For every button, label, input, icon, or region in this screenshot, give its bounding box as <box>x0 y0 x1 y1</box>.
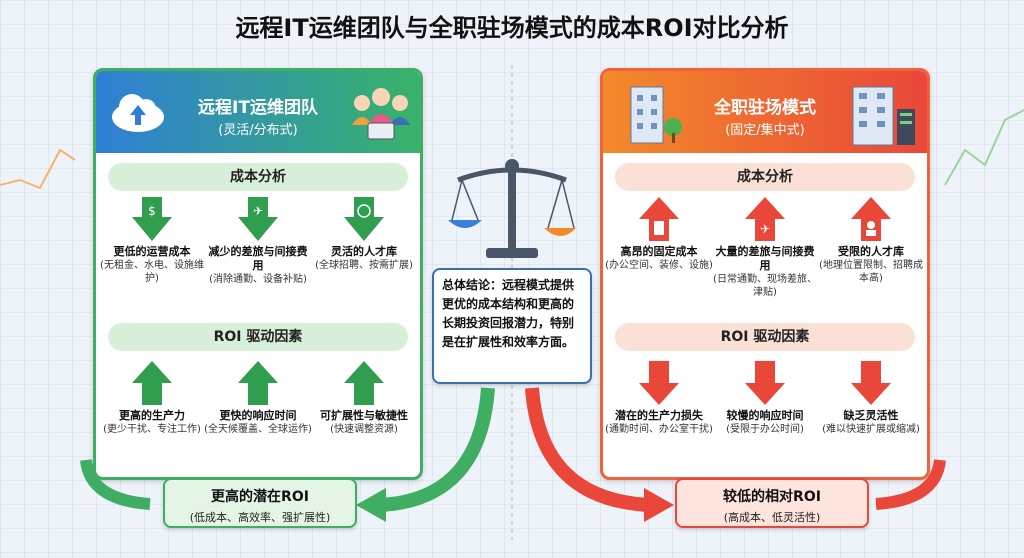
remote-cost-item-2-label: 减少的差旅与间接费用 <box>208 245 308 272</box>
onsite-cost-item-1: 高昂的固定成本 (办公空间、装修、设施) <box>605 197 713 272</box>
remote-roi-item-1: 更高的生产力 (更少干扰、专注工作) <box>98 361 206 436</box>
support-team-icon <box>352 88 410 140</box>
onsite-team-panel: 全职驻场模式 (固定/集中式) 成本分析 高昂的固定成本 (办公空间、装修、设施… <box>600 68 930 480</box>
balance-scale-icon <box>448 159 576 258</box>
svg-text:✈: ✈ <box>760 222 770 236</box>
onsite-roi-item-3: 缺乏灵活性 (难以快速扩展或缩减) <box>817 361 925 436</box>
remote-result-title: 更高的潜在ROI <box>211 489 309 505</box>
onsite-result-subtitle: (高成本、低灵活性) <box>723 511 821 524</box>
globe-icon <box>344 197 384 241</box>
svg-text:✈: ✈ <box>253 204 263 218</box>
page-title: 远程IT运维团队与全职驻场模式的成本ROI对比分析 <box>235 14 789 42</box>
onsite-roi-item-2-label: 较慢的响应时间 <box>726 409 804 422</box>
onsite-roi-item-3-label: 缺乏灵活性 <box>843 409 899 422</box>
onsite-cost-item-1-label: 高昂的固定成本 <box>620 245 698 258</box>
onsite-cost-item-2-label: 大量的差旅与间接费用 <box>715 245 815 272</box>
remote-cost-item-2-desc: (消除通勤、设备补贴) <box>209 274 307 285</box>
person-dollar-icon <box>851 197 891 241</box>
dollar-bag-icon: $ <box>132 197 172 241</box>
onsite-roi-item-1-label: 潜在的生产力损失 <box>615 409 703 422</box>
remote-cost-section-bar: 成本分析 <box>108 163 408 191</box>
onsite-panel-header: 全职驻场模式 (固定/集中式) <box>603 71 927 153</box>
remote-cost-item-3-label: 灵活的人才库 <box>331 245 397 258</box>
remote-team-panel: 远程IT运维团队 (灵活/分布式) 成本分析 $ 更低的运营成本 (无租金、水电… <box>93 68 423 480</box>
cloud-upload-icon <box>112 94 164 132</box>
onsite-cost-item-2-desc: (日常通勤、现场差旅、津贴) <box>713 274 817 298</box>
office-building-icon <box>630 86 682 144</box>
onsite-panel-title: 全职驻场模式 <box>714 98 816 118</box>
remote-cost-item-3: 灵活的人才库 (全球招聘、按需扩展) <box>310 197 418 272</box>
onsite-cost-item-2: ✈ 大量的差旅与间接费用 (日常通勤、现场差旅、津贴) <box>711 197 819 299</box>
remote-roi-item-3-desc: (快速调整资源) <box>330 424 398 435</box>
onsite-result-box: 较低的相对ROI (高成本、低灵活性) <box>675 478 869 528</box>
remote-roi-item-2-desc: (全天候覆盖、全球运作) <box>204 424 312 435</box>
remote-roi-item-2: 更快的响应时间 (全天候覆盖、全球运作) <box>204 361 312 436</box>
remote-result-box: 更高的潜在ROI (低成本、高效率、强扩展性) <box>163 478 357 528</box>
airplane-icon: ✈ <box>745 197 785 241</box>
remote-cost-item-1-label: 更低的运营成本 <box>113 245 191 258</box>
onsite-panel-subtitle: (固定/集中式) <box>725 123 805 138</box>
onsite-roi-item-1: 潜在的生产力损失 (通勤时间、办公室干扰) <box>605 361 713 436</box>
remote-result-subtitle: (低成本、高效率、强扩展性) <box>189 511 331 524</box>
remote-roi-item-1-label: 更高的生产力 <box>119 409 185 422</box>
onsite-roi-section-bar: ROI 驱动因素 <box>615 323 915 351</box>
remote-panel-title: 远程IT运维团队 <box>198 98 318 118</box>
svg-text:$: $ <box>148 204 156 218</box>
remote-cost-item-1: $ 更低的运营成本 (无租金、水电、设施维护) <box>98 197 206 285</box>
onsite-roi-item-2-desc: (受限于办公时间) <box>726 424 804 435</box>
remote-panel-header: 远程IT运维团队 (灵活/分布式) <box>96 71 420 153</box>
conclusion-box: 总体结论：远程模式提供更优的成本结构和更高的长期投资回报潜力，特别是在扩展性和效… <box>432 268 592 384</box>
onsite-roi-item-1-desc: (通勤时间、办公室干扰) <box>605 424 713 435</box>
arrow-up-icon <box>344 361 384 405</box>
building-icon <box>639 197 679 241</box>
onsite-cost-item-3: 受限的人才库 (地理位置限制、招聘成本高) <box>817 197 925 285</box>
datacenter-building-icon <box>852 86 915 146</box>
arrow-up-icon <box>132 361 172 405</box>
arrow-down-icon <box>639 361 679 405</box>
remote-roi-item-1-desc: (更少干扰、专注工作) <box>103 424 201 435</box>
onsite-result-title: 较低的相对ROI <box>723 489 821 505</box>
arrow-up-icon <box>238 361 278 405</box>
remote-roi-item-3-label: 可扩展性与敏捷性 <box>320 409 408 422</box>
remote-roi-section-bar: ROI 驱动因素 <box>108 323 408 351</box>
arrow-down-icon <box>851 361 891 405</box>
remote-roi-item-3: 可扩展性与敏捷性 (快速调整资源) <box>310 361 418 436</box>
remote-cost-item-1-desc: (无租金、水电、设施维护) <box>100 260 204 284</box>
onsite-roi-item-3-desc: (难以快速扩展或缩减) <box>822 424 920 435</box>
onsite-cost-item-1-desc: (办公空间、装修、设施) <box>605 260 713 271</box>
airplane-icon: ✈ <box>238 197 278 241</box>
remote-cost-item-2: ✈ 减少的差旅与间接费用 (消除通勤、设备补贴) <box>204 197 312 286</box>
remote-panel-subtitle: (灵活/分布式) <box>218 123 298 138</box>
onsite-roi-item-2: 较慢的响应时间 (受限于办公时间) <box>711 361 819 436</box>
onsite-cost-item-3-label: 受限的人才库 <box>838 245 904 258</box>
arrow-down-icon <box>745 361 785 405</box>
onsite-cost-item-3-desc: (地理位置限制、招聘成本高) <box>819 260 923 284</box>
remote-cost-item-3-desc: (全球招聘、按需扩展) <box>315 260 413 271</box>
remote-roi-item-2-label: 更快的响应时间 <box>219 409 297 422</box>
onsite-cost-section-bar: 成本分析 <box>615 163 915 191</box>
